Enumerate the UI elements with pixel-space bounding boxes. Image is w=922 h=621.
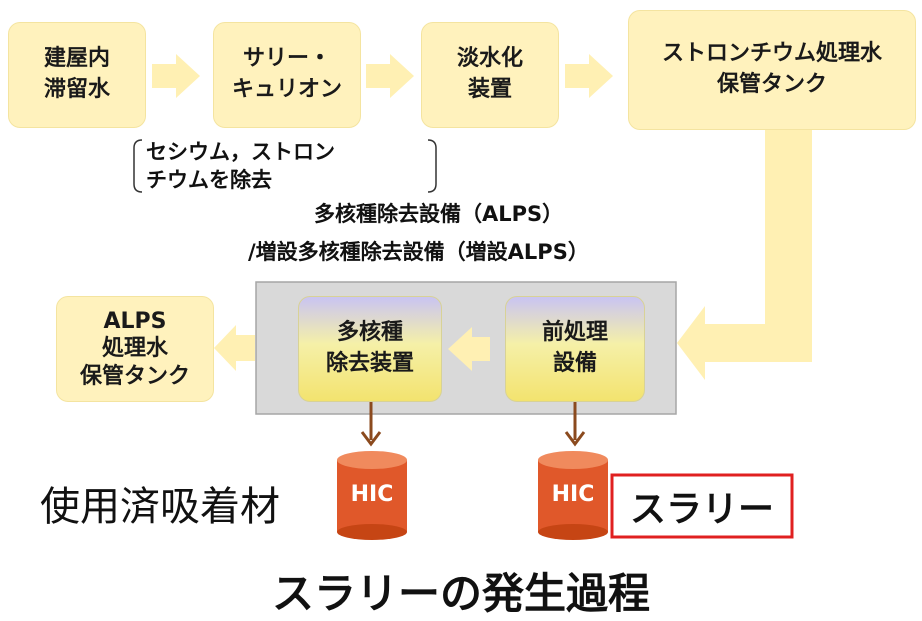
box-desalination: 淡水化 装置 <box>421 22 559 128</box>
slurry-label: スラリー <box>629 489 774 530</box>
arrow-inner <box>448 327 490 371</box>
arrow-1 <box>152 54 200 98</box>
bent-arrow <box>677 130 812 380</box>
box-strontium-tank-label: ストロンチウム処理水 保管タンク <box>661 41 882 97</box>
hic-cylinder-right <box>538 451 608 540</box>
box-sally-kurion-label: サリー・ キュリオン <box>231 46 342 102</box>
arrow-3 <box>565 54 613 98</box>
left-bracket <box>133 139 143 193</box>
alps-title-2: /増設多核種除去設備（増設ALPS） <box>248 240 589 264</box>
used-adsorbent-label: 使用済吸着材 <box>40 484 280 530</box>
box-multi-nuclide-label: 多核種 除去装置 <box>325 320 414 376</box>
box-building-water-label: 建屋内 滞留水 <box>43 46 110 102</box>
box-pretreatment: 前処理 設備 <box>505 296 645 402</box>
box-sally-kurion: サリー・ キュリオン <box>213 22 361 128</box>
hic-cylinder-left <box>337 451 407 540</box>
hic-label-right: HIC <box>551 482 595 507</box>
box-desalination-label: 淡水化 装置 <box>456 46 523 102</box>
slurry-highlight <box>610 473 794 539</box>
cesium-note: セシウム，ストロン チウムを除去 <box>146 140 335 193</box>
right-bracket <box>427 139 437 193</box>
box-alps-tank-label: ALPS 処理水 保管タンク <box>79 308 190 389</box>
box-strontium-tank: ストロンチウム処理水 保管タンク <box>628 10 916 130</box>
arrow-2 <box>366 54 414 98</box>
box-multi-nuclide: 多核種 除去装置 <box>298 296 442 402</box>
arrow-out <box>214 325 255 371</box>
alps-title-1: 多核種除去設備（ALPS） <box>314 202 564 226</box>
box-alps-tank: ALPS 処理水 保管タンク <box>56 296 214 402</box>
box-pretreatment-label: 前処理 設備 <box>541 320 608 376</box>
hic-label-left: HIC <box>350 482 394 507</box>
box-building-water: 建屋内 滞留水 <box>8 22 146 128</box>
caption: スラリーの発生過程 <box>271 569 650 618</box>
